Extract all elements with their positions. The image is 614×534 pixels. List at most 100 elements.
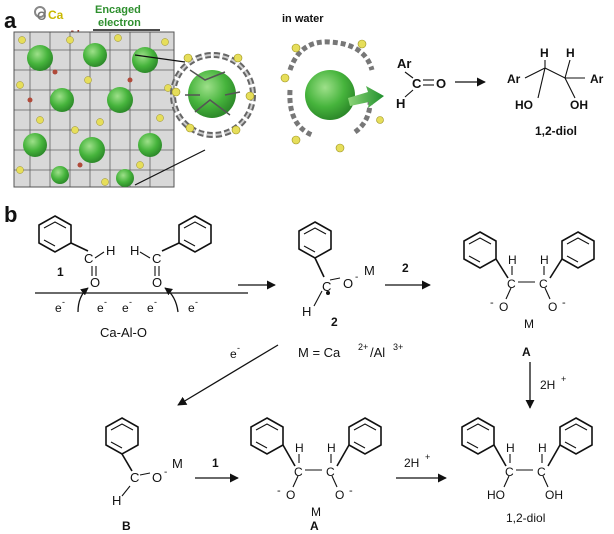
c2-hydrogen: H — [130, 243, 139, 258]
protonation-top-plus: + — [561, 374, 566, 384]
electron-5: e — [188, 301, 195, 315]
protonation-top-text: 2H — [540, 378, 555, 392]
c1-oxygen: O — [90, 275, 100, 290]
dimer-bottom-h1: H — [295, 441, 304, 455]
radical-carbon: C — [322, 279, 331, 294]
dimer-bottom-label: A — [310, 519, 319, 533]
dimer-top-c2: C — [539, 277, 548, 291]
diol-b-oh: OH — [545, 488, 563, 502]
dimer-bottom-c2: C — [326, 465, 335, 479]
single-cage — [170, 52, 256, 138]
ca-charge: 2+ — [358, 342, 368, 352]
anion-b — [105, 417, 151, 497]
crystal-lattice — [13, 31, 175, 188]
in-water-text: in water — [282, 13, 324, 25]
dimer-top-o2: O — [548, 300, 557, 314]
dimer-top-minus-1: - — [490, 297, 494, 309]
anion-b-label: B — [122, 519, 131, 533]
al-charge: 3+ — [393, 342, 403, 352]
anion-b-hydrogen: H — [112, 493, 121, 508]
second-electron-text: e — [230, 347, 237, 361]
anion-b-carbon: C — [130, 470, 139, 485]
diol-h-right: H — [566, 46, 575, 60]
dimer-bottom-metal: M — [311, 505, 321, 519]
dimer-bottom-o2: O — [335, 488, 344, 502]
dimer-top-h2: H — [540, 253, 549, 267]
step-2-label: 2 — [402, 261, 409, 275]
bond — [139, 251, 151, 259]
step-1-label: 1 — [212, 456, 219, 470]
radical-anion — [298, 221, 341, 307]
diol-structure-b — [461, 417, 593, 488]
anion-b-charge: - — [164, 467, 167, 478]
diol-b-ho: HO — [487, 488, 505, 502]
diol-h-left: H — [540, 46, 549, 60]
dimer-top-h1: H — [508, 253, 517, 267]
electron-4: e — [147, 301, 154, 315]
anion-b-oxygen: O — [152, 470, 162, 485]
radical-oxygen-charge: - — [355, 272, 358, 283]
electron-1: e — [55, 301, 62, 315]
diol-b-c1: C — [505, 465, 514, 479]
dimer-top-minus-2: - — [562, 297, 566, 309]
diol-b-c2: C — [537, 465, 546, 479]
electron-charge: - — [62, 297, 65, 307]
legend-ca-text: Ca — [48, 8, 64, 22]
diol-b-name: 1,2-diol — [506, 511, 545, 525]
surface-label: Ca-Al-O — [100, 325, 147, 340]
opened-cage — [280, 39, 384, 153]
electron-curved-arrow-right — [164, 287, 179, 313]
metal-definition: M = Ca 2+ /Al 3+ — [298, 342, 403, 360]
legend-o-text: O — [37, 9, 46, 23]
dimer-top-o1: O — [499, 300, 508, 314]
dimer-bottom-o1: O — [286, 488, 295, 502]
bond — [404, 89, 414, 98]
electron-3: e — [122, 301, 129, 315]
electron-release-arrow — [348, 86, 384, 108]
electron-labels: e - e - e - e - e - — [55, 297, 198, 315]
c2-oxygen: O — [152, 275, 162, 290]
zoom-line-bottom — [134, 149, 206, 186]
second-electron-charge: - — [237, 343, 240, 353]
dimer-top-label: A — [522, 345, 531, 359]
zoom-line-top — [134, 54, 186, 63]
benzaldehyde-left — [38, 215, 89, 253]
protonation-bottom-plus: + — [425, 452, 430, 462]
diol-b-h2: H — [538, 441, 547, 455]
compound-1-number: 1 — [57, 265, 64, 279]
c1-hydrogen: H — [106, 243, 115, 258]
diol-structure-a: Ar Ar H H HO OH 1,2-diol — [507, 46, 604, 138]
electron-charge: - — [129, 297, 132, 307]
dimer-bottom-h2: H — [327, 441, 336, 455]
radical-oxygen: O — [343, 276, 353, 291]
dimer-bottom-minus-1: - — [277, 485, 281, 497]
diol-ar-left: Ar — [507, 72, 521, 86]
electron-charge: - — [154, 297, 157, 307]
diol-bonds — [524, 59, 585, 99]
oxygen-legend-icon — [34, 6, 46, 18]
protonation-bottom-text: 2H — [404, 456, 419, 470]
m-definition-slash: /Al — [370, 345, 385, 360]
m-definition-prefix: M = Ca — [298, 345, 341, 360]
dimer-top-metal: M — [524, 317, 534, 331]
diol-b-h1: H — [506, 441, 515, 455]
electron-2: e — [97, 301, 104, 315]
panel-b-label: b — [4, 202, 17, 227]
diol-ar-right: Ar — [590, 72, 604, 86]
aldehyde-h-text: H — [396, 96, 405, 111]
benzaldehyde-right — [161, 215, 212, 253]
panel-a-label: a — [4, 8, 17, 33]
electron-charge: - — [195, 297, 198, 307]
legend-electron-text: electron — [98, 17, 141, 29]
diol-ho: HO — [515, 98, 533, 112]
radical-hydrogen: H — [302, 304, 311, 319]
aldehyde-ar-text: Ar — [397, 56, 411, 71]
legend-encaged-text: Encaged — [95, 4, 141, 16]
anion-b-metal: M — [172, 456, 183, 471]
aldehyde-structure: Ar H C O — [396, 56, 446, 111]
diol-oh: OH — [570, 98, 588, 112]
arrow-second-electron — [177, 344, 279, 406]
dimer-a-top — [463, 231, 595, 300]
compound-2-number: 2 — [331, 315, 338, 329]
